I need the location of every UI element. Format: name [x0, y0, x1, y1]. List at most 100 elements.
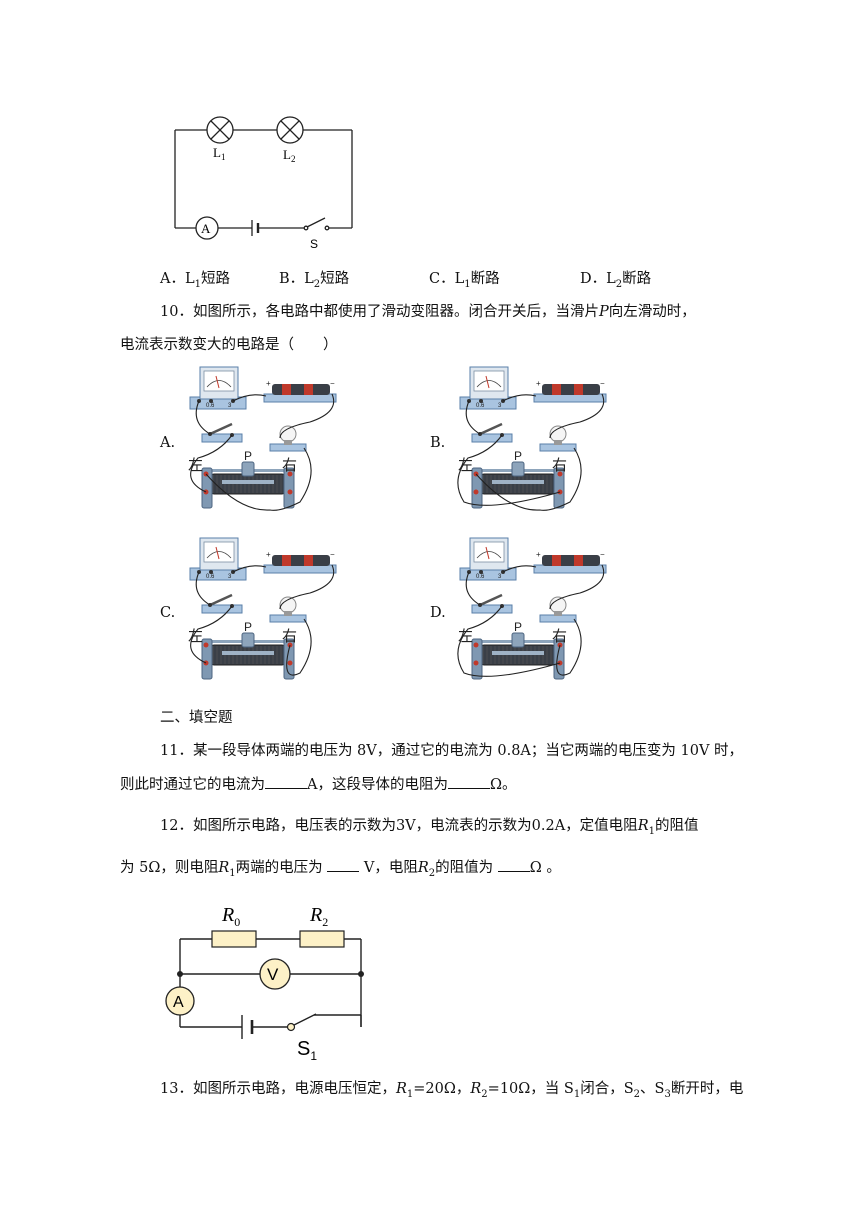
q10-option-c-label[interactable]: C. — [160, 605, 176, 621]
rheostat-slider — [241, 461, 255, 477]
battery-band — [552, 384, 561, 395]
switch-base — [471, 604, 513, 614]
ammeter-terminal — [479, 399, 483, 403]
q10-option-b-label[interactable]: B. — [430, 435, 446, 451]
rheostat-terminal-upper-left — [203, 642, 209, 648]
rheostat-end-right — [553, 467, 565, 509]
battery-minus-label: − — [330, 550, 335, 559]
q10-question-line1: 10．如图所示，各电路中都使用了滑动变阻器。闭合开关后，当滑片P向左滑动时， — [160, 304, 696, 320]
switch-label: S — [310, 237, 318, 251]
q9-option-d[interactable]: D．L2断路 — [580, 271, 652, 290]
resistor-r2-label: R2 — [309, 904, 328, 929]
battery-band — [304, 384, 313, 395]
ammeter-scale-label-b: 3 — [228, 403, 232, 409]
q12-blank-voltage[interactable] — [327, 871, 360, 872]
rheostat-slider — [511, 632, 525, 648]
resistor-r0 — [211, 930, 257, 948]
q11-blank-resistance[interactable] — [447, 788, 490, 789]
battery-band — [574, 555, 583, 566]
battery-minus-label: − — [600, 379, 605, 388]
lamp-socket — [284, 440, 292, 445]
lamp-l2-label: L2 — [283, 147, 295, 164]
switch-s1-label: S1 — [297, 1038, 317, 1063]
q9-option-a[interactable]: A．L1短路 — [160, 271, 230, 290]
rheostat-terminal-upper-left — [473, 642, 479, 648]
lamp-base — [539, 443, 577, 452]
wire — [502, 394, 537, 402]
rheostat-highlight — [492, 651, 544, 655]
wire — [465, 400, 481, 435]
battery-base — [533, 564, 607, 574]
ammeter-dial — [203, 370, 235, 392]
switch-lever — [479, 422, 503, 436]
battery-minus-label: − — [330, 379, 335, 388]
lamp-l1-label: L1 — [213, 145, 225, 162]
rheostat-end-left — [471, 638, 483, 680]
resistor-r0-label: R0 — [221, 904, 240, 929]
svg-text:A: A — [173, 994, 184, 1011]
battery-cell — [542, 384, 600, 395]
q11-line1: 11．某一段导体两端的电压为 8V，通过它的电流为 0.8A；当它两端的电压变为… — [160, 743, 744, 759]
battery-band — [282, 555, 291, 566]
ammeter-scale-label-b: 3 — [228, 574, 232, 580]
voltmeter-symbol: V — [259, 958, 291, 990]
ammeter-dial — [473, 370, 505, 392]
wire — [279, 564, 335, 610]
rheostat-terminal-upper-right — [557, 471, 563, 477]
wire — [457, 605, 561, 677]
wire — [195, 400, 211, 435]
ammeter-scale — [206, 551, 232, 559]
wire — [549, 564, 605, 610]
q10-option-a-label[interactable]: A. — [160, 435, 176, 451]
ammeter-dial — [203, 541, 235, 563]
battery-plus-label: + — [536, 550, 541, 559]
ammeter-scale-label-a: 0.6 — [206, 574, 215, 580]
q9-option-c[interactable]: C．L1断路 — [429, 271, 500, 290]
battery-band — [304, 555, 313, 566]
battery-plus-label: + — [266, 379, 271, 388]
rheostat-highlight — [222, 651, 274, 655]
battery-minus-label: − — [600, 550, 605, 559]
q11-blank-current[interactable] — [265, 788, 307, 789]
q10-question-line2: 电流表示数变大的电路是（ ） — [120, 337, 338, 353]
battery-base — [263, 393, 337, 403]
battery-base — [263, 564, 337, 574]
q12-line2: 为 5Ω，则电阻R1两端的电压为 V，电阻R2的阻值为 Ω 。 — [120, 860, 561, 879]
lamp-base — [269, 443, 307, 452]
rheostat-highlight — [222, 480, 274, 484]
rheostat-left-label: 左 — [188, 628, 203, 645]
q12-blank-resistance[interactable] — [497, 871, 530, 872]
section-title-fill-in: 二、填空题 — [160, 710, 233, 726]
q10-option-d-label[interactable]: D. — [430, 605, 446, 621]
wire — [232, 394, 267, 402]
wire — [465, 571, 481, 606]
ammeter-terminal — [209, 570, 213, 574]
battery-symbol — [241, 1015, 254, 1039]
rheostat-terminal-lower-right — [287, 489, 293, 495]
battery-cell — [272, 555, 330, 566]
lamp-base — [269, 614, 307, 623]
battery-symbol — [251, 220, 260, 236]
ammeter-terminal — [479, 570, 483, 574]
ammeter-dial — [473, 541, 505, 563]
wire — [549, 393, 605, 439]
lamp-socket — [554, 440, 562, 445]
wire — [190, 434, 233, 493]
q9-circuit-diagram: L1 L2 A S — [174, 116, 353, 251]
rheostat-slider-label: P — [244, 620, 252, 634]
rheostat-terminal-lower-right — [287, 660, 293, 666]
rheostat-right-label: 右 — [552, 628, 567, 645]
ammeter-scale — [476, 551, 502, 559]
rheostat-right-label: 右 — [282, 628, 297, 645]
ammeter-terminal — [209, 399, 213, 403]
ammeter-scale-label-b: 3 — [498, 574, 502, 580]
wire — [457, 434, 561, 506]
q9-option-b[interactable]: B．L2短路 — [279, 271, 350, 290]
rheostat-slider — [511, 461, 525, 477]
rheostat-slider-label: P — [244, 449, 252, 463]
ammeter-symbol: A — [165, 986, 195, 1016]
